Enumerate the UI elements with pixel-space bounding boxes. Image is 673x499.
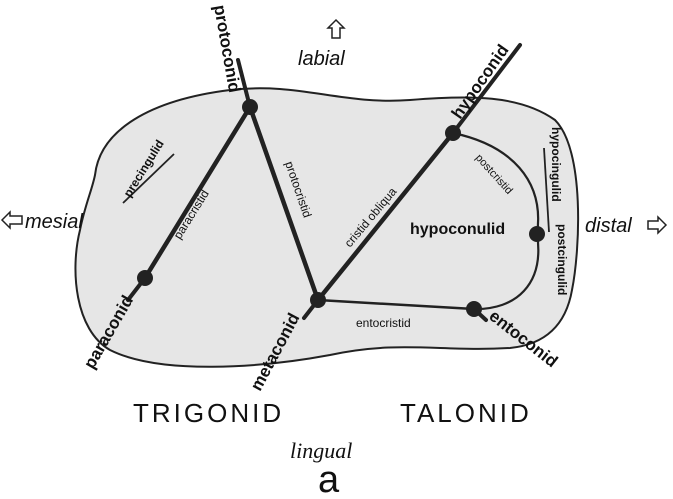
right-arrow-icon — [648, 217, 666, 233]
entocristid-label: entocristid — [356, 316, 411, 330]
postcingulid-label: postcingulid — [555, 224, 569, 295]
entoconid-cusp — [466, 301, 482, 317]
up-arrow-icon — [328, 20, 344, 38]
left-arrow-icon — [2, 212, 22, 228]
protoconid-cusp — [242, 99, 258, 115]
metaconid-cusp — [310, 292, 326, 308]
hypoconulid-label: hypoconulid — [410, 221, 505, 238]
hypoconid-cusp — [445, 125, 461, 141]
protoconid-label: protoconid — [210, 3, 244, 94]
hypoconulid-cusp — [529, 226, 545, 242]
hypocingulid-label: hypocingulid — [549, 127, 563, 202]
panel-label: a — [318, 459, 340, 499]
distal-label: distal — [585, 215, 632, 237]
mesial-label: mesial — [25, 211, 83, 233]
labial-label: labial — [298, 48, 345, 70]
trigonid-label: TRIGONID — [133, 398, 284, 428]
paraconid-cusp — [137, 270, 153, 286]
talonid-label: TALONID — [400, 398, 532, 428]
